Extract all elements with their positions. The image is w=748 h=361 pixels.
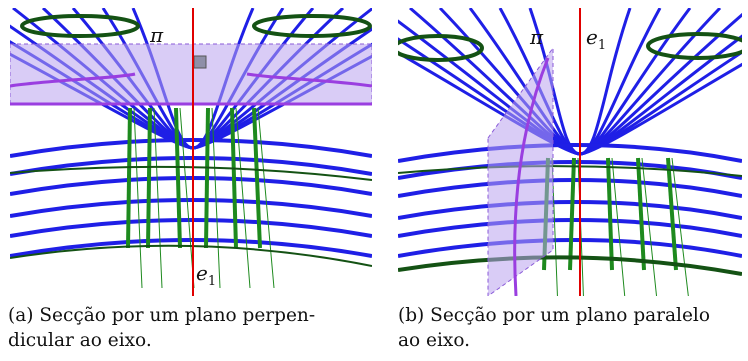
blue-band-curve — [398, 178, 742, 198]
blue-band-curve — [398, 200, 742, 220]
green-generator — [126, 107, 132, 249]
blue-curve — [398, 37, 742, 156]
green-thin-line — [641, 157, 658, 296]
plane-intersection-curve — [10, 72, 372, 88]
top-left-circle — [398, 34, 484, 62]
green-thin-line — [611, 157, 626, 296]
green-thin-line — [211, 107, 221, 289]
green-generator — [636, 157, 646, 271]
plane-label: π — [529, 25, 544, 49]
green-generator — [174, 107, 182, 249]
green-generator-lines — [126, 107, 275, 289]
lower-curve-2 — [10, 244, 372, 267]
caption-a-line1: (a) Secção por um plano perpen- — [8, 305, 316, 326]
blue-curve — [398, 19, 742, 156]
blue-band-curve — [10, 218, 372, 238]
caption-b: (b) Secção por um plano paralelo ao eixo… — [398, 303, 744, 353]
blue-band-curve — [10, 156, 372, 176]
axis-label: e1 — [586, 25, 606, 53]
green-generator — [666, 157, 678, 271]
caption-b-line2: ao eixo. — [398, 330, 471, 351]
lower-curve-1 — [398, 165, 742, 177]
plane-marker — [193, 55, 207, 69]
blue-band-curve — [398, 238, 742, 258]
caption-a-line2: dicular ao eixo. — [8, 330, 152, 351]
caption-b-line1: (b) Secção por um plano paralelo — [398, 305, 710, 326]
blue-band-curve — [10, 176, 372, 196]
green-generator — [204, 107, 210, 249]
caption-a: (a) Secção por um plano perpen- dicular … — [8, 303, 370, 353]
green-thin-line — [257, 107, 275, 289]
blue-curve — [398, 50, 742, 156]
plane-intersection-curve — [513, 57, 550, 296]
blue-band-curve — [398, 218, 742, 238]
green-generator — [252, 107, 262, 249]
figure-panel-b: π e1 — [398, 8, 742, 296]
green-thin-line — [153, 107, 163, 289]
green-generator — [146, 107, 152, 249]
green-generator — [230, 107, 238, 249]
top-left-circle — [20, 14, 140, 38]
hyperboloid-section-perpendicular: π e1 — [10, 8, 372, 296]
top-right-circle — [252, 14, 372, 38]
figure-panel-a: π e1 — [10, 8, 372, 296]
green-thin-line — [671, 157, 689, 296]
green-thin-line — [133, 107, 143, 289]
green-thin-line — [179, 107, 195, 289]
blue-band-curve — [10, 198, 372, 218]
green-thin-line — [235, 107, 251, 289]
green-generator — [606, 157, 614, 271]
lower-curve-1 — [10, 165, 372, 181]
green-generator — [568, 157, 576, 271]
axis-label: e1 — [196, 261, 216, 289]
plane-pi — [10, 43, 372, 105]
lower-curve-2 — [398, 255, 742, 276]
plane-label: π — [149, 23, 164, 47]
top-right-circle — [646, 32, 742, 60]
hyperboloid-section-parallel: π e1 — [398, 8, 742, 296]
blue-band-curve — [398, 143, 742, 163]
